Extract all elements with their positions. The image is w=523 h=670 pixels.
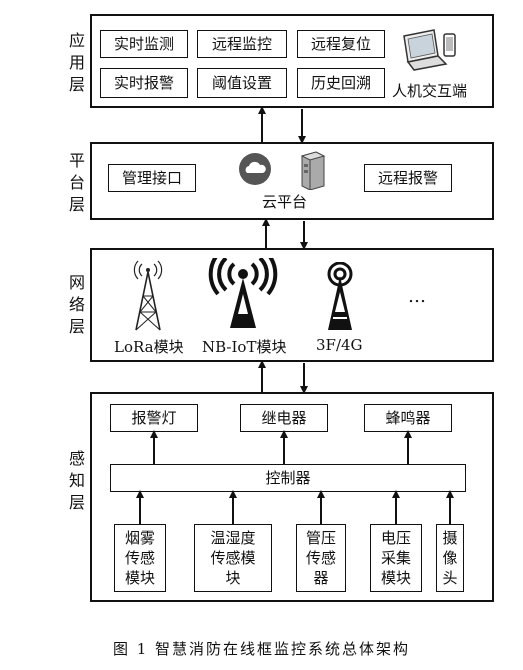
- output-box-buzzer: 蜂鸣器: [364, 404, 452, 432]
- application-layer-label: 应用层: [68, 31, 85, 94]
- sensor-box-voltage: 电压采集模块: [370, 524, 422, 592]
- figure-caption: 图 1 智慧消防在线框监控系统总体架构: [112, 640, 411, 658]
- cloud-icon: [239, 153, 271, 185]
- platform-layer-label: 平台层: [68, 151, 85, 214]
- output-box-relay: 继电器: [240, 404, 328, 432]
- laptop-phone-icon: [403, 29, 456, 71]
- app-box-history: 历史回溯: [297, 68, 385, 98]
- sensor-box-pipe-pressure: 管压传感器: [296, 524, 346, 592]
- platform-box-management: 管理接口: [108, 164, 196, 192]
- network-layer-label: 网络层: [68, 273, 85, 336]
- network-ellipsis: …: [408, 286, 426, 307]
- app-box-threshold-setting: 阈值设置: [197, 68, 287, 98]
- network-module-nbiot: NB-IoT模块: [202, 338, 287, 356]
- server-icon: [300, 151, 326, 190]
- controller-box: 控制器: [110, 464, 466, 492]
- cellular-tower-icon: [327, 262, 353, 330]
- nb-iot-tower-icon: [208, 258, 278, 328]
- device-label: 人机交互端: [392, 82, 468, 100]
- lora-tower-icon: [133, 260, 163, 331]
- app-box-remote-control: 远程监控: [197, 30, 287, 58]
- network-module-lora: LoRa模块: [114, 338, 184, 356]
- sensor-box-camera: 摄像头: [436, 524, 464, 592]
- app-box-realtime-alarm: 实时报警: [100, 68, 188, 98]
- cloud-platform-label: 云平台: [262, 193, 308, 211]
- network-module-cellular: 3F/4G: [316, 336, 363, 354]
- sensor-box-smoke: 烟雾传感模块: [114, 524, 166, 592]
- sensing-layer-label: 感知层: [68, 449, 85, 512]
- app-box-remote-reset: 远程复位: [297, 30, 385, 58]
- sensor-box-temp-humidity: 温湿度传感模块: [194, 524, 272, 592]
- output-box-alarm-light: 报警灯: [110, 404, 198, 432]
- app-box-realtime-monitor: 实时监测: [100, 30, 188, 58]
- network-layer: [90, 248, 494, 362]
- platform-box-remote-alarm: 远程报警: [364, 164, 452, 192]
